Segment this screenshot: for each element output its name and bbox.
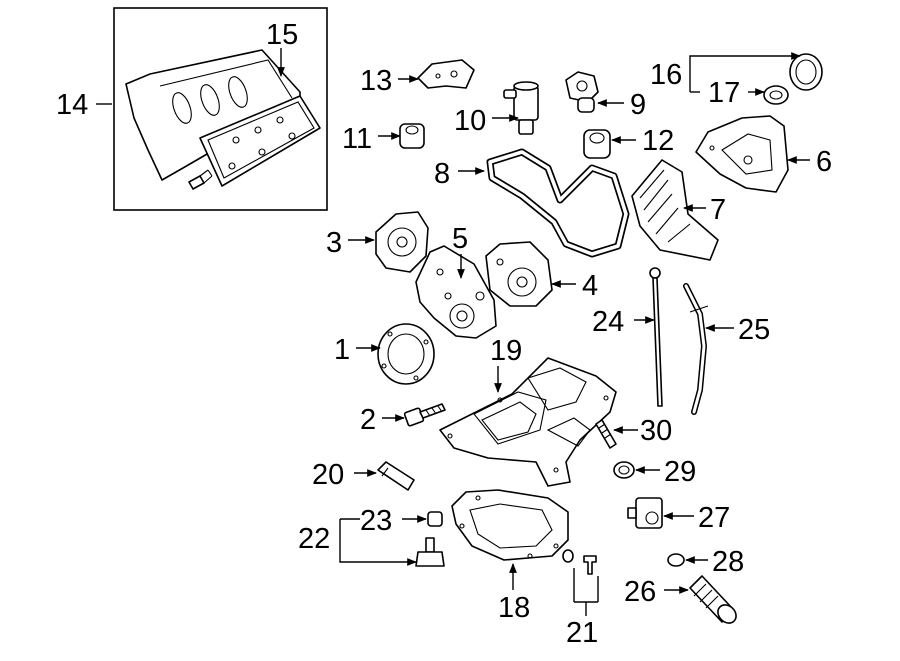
part-1-crank-seal	[377, 323, 435, 385]
callout-17: 17	[708, 77, 740, 109]
callout-16: 16	[650, 59, 682, 91]
callout-7: 7	[710, 194, 726, 226]
callout-26: 26	[624, 576, 656, 608]
part-8-timing-belt	[486, 148, 630, 258]
callout-9: 9	[630, 89, 646, 121]
part-27-sensor	[627, 497, 663, 529]
callout-5: 5	[452, 223, 468, 255]
leader-22	[339, 518, 416, 562]
callout-1: 1	[334, 334, 350, 366]
leader-16	[689, 52, 801, 73]
part-23-plug	[427, 511, 443, 527]
callout-6: 6	[816, 146, 832, 178]
callout-20: 20	[312, 459, 344, 491]
callout-23: 23	[360, 505, 392, 537]
part-7-belt-cover	[631, 159, 719, 261]
callout-21: 21	[566, 617, 598, 649]
callout-4: 4	[582, 270, 598, 302]
part-4-cam-sprocket	[485, 241, 553, 307]
callout-14: 14	[56, 89, 88, 121]
valve-cover-drawing	[125, 49, 321, 190]
part-10-valve	[503, 81, 539, 135]
part-20-plug	[377, 461, 415, 491]
callout-13: 13	[360, 65, 392, 97]
part-26-oil-filter	[689, 575, 737, 624]
part-18-lower-oil-pan	[451, 489, 569, 561]
part-9-tensioner	[565, 71, 599, 113]
callout-2: 2	[360, 404, 376, 436]
callout-24: 24	[592, 306, 624, 338]
callout-28: 28	[712, 546, 744, 578]
part-11-bushing	[399, 123, 425, 149]
callout-12: 12	[642, 125, 674, 157]
part-19-upper-oil-pan	[439, 357, 617, 487]
callout-8: 8	[434, 158, 450, 190]
part-22-drain-plug	[415, 537, 445, 567]
part-12-bushing	[583, 129, 611, 159]
part-21-seal-and-bolt	[562, 549, 597, 575]
part-30-stud	[595, 419, 617, 449]
callout-27: 27	[698, 502, 730, 534]
part-25-dipstick-tube	[683, 283, 709, 415]
valve-cover-inset-box	[113, 7, 328, 211]
part-28-o-ring	[667, 553, 685, 567]
callout-10: 10	[454, 105, 486, 137]
part-29-seal	[613, 461, 635, 479]
callout-30: 30	[640, 415, 672, 447]
part-24-dipstick	[649, 267, 663, 407]
part-13-bracket	[417, 59, 475, 89]
part-6-timing-cover	[695, 115, 789, 193]
part-5-timing-plate	[415, 245, 497, 339]
callout-3: 3	[326, 227, 342, 259]
callout-19: 19	[490, 335, 522, 367]
part-2-bolt	[403, 403, 446, 427]
callout-22: 22	[298, 523, 330, 555]
callout-25: 25	[738, 314, 770, 346]
callout-11: 11	[342, 123, 372, 155]
leader-21	[573, 568, 599, 616]
part-3-cam-sprocket	[375, 211, 429, 273]
callout-18: 18	[498, 592, 530, 624]
callout-29: 29	[664, 456, 696, 488]
part-16-oil-cap	[789, 53, 823, 91]
callout-15: 15	[266, 19, 298, 51]
part-17-seal-ring	[763, 85, 789, 105]
